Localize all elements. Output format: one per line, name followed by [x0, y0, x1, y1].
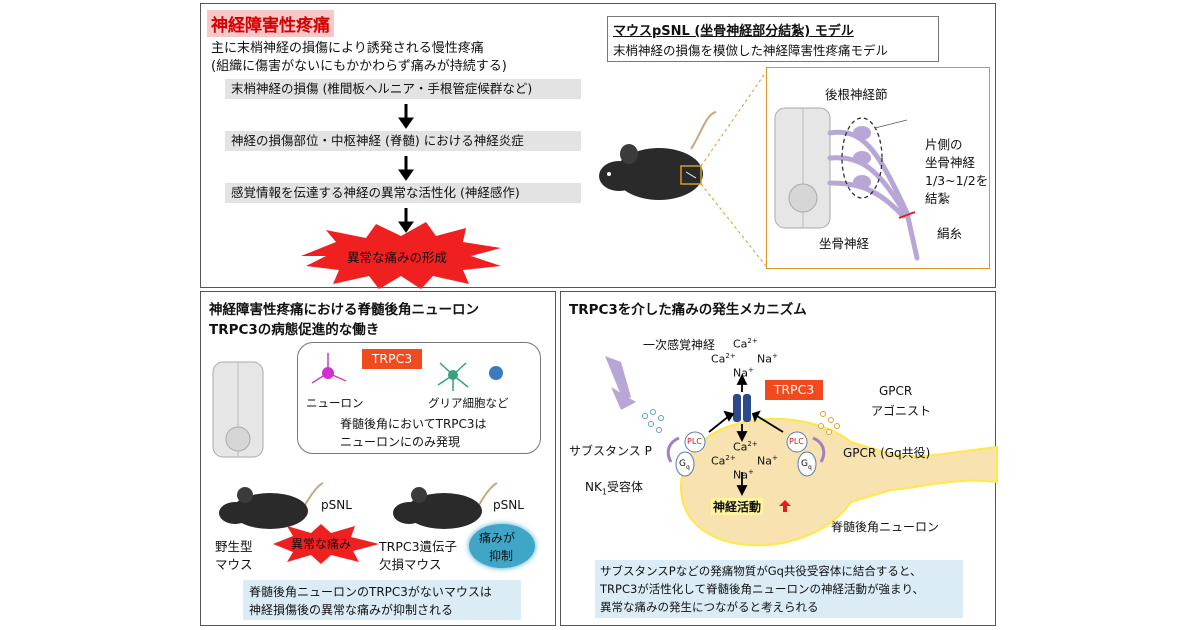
expression-note-2: ニューロンにのみ発現 — [340, 435, 461, 449]
suppress-badge: 痛みが 抑制 — [469, 524, 535, 568]
top-title: 神経障害性疼痛 — [207, 10, 334, 37]
drg-label: 後根神経節 — [825, 87, 888, 102]
pain-burst-small — [273, 524, 379, 564]
sciatic-label: 坐骨神経 — [819, 236, 870, 251]
left-spinal-cord — [212, 361, 264, 458]
wt-label-2: マウス — [215, 557, 253, 572]
nk1-sub: 1 — [601, 487, 607, 497]
mouse-illustration — [599, 111, 717, 200]
ko-label-1: TRPC3遺伝子 — [379, 539, 458, 554]
gq-label-right: Gq — [801, 459, 812, 471]
spinal-zoom-box: 後根神経節 片側の 坐骨神経 1/3~1/2を 結紮 絹糸 坐骨神経 — [766, 67, 990, 269]
gpcr-agonist-2: アゴニスト — [871, 404, 932, 418]
pain-burst-shape — [301, 222, 501, 289]
right-note-2: TRPC3が活性化して脊髄後角ニューロンの神経活動が強まり、 — [600, 582, 924, 596]
ion-na-top-2: Na+ — [733, 366, 754, 380]
mouse-wildtype — [219, 482, 324, 529]
nk1-suffix: 受容体 — [606, 480, 643, 494]
right-note-1: サブスタンスPなどの発痛物質がGq共役受容体に結合すると、 — [600, 564, 922, 578]
left-title-1: 神経障害性疼痛における脊髄後角ニューロン — [209, 302, 479, 318]
suppress-label-2: 抑制 — [489, 549, 514, 563]
trpc3-tag-right: TRPC3 — [765, 380, 823, 400]
model-desc: 末梢神経の損傷を模倣した神経障害性疼痛モデル — [613, 43, 889, 58]
cell-icons — [311, 353, 503, 391]
ion-na-in: Na+ — [757, 454, 778, 468]
expression-note-1: 脊髄後角においてTRPC3は — [340, 417, 487, 431]
gpcr-agonist-1: GPCR — [879, 384, 913, 398]
right-note-box: サブスタンスPなどの発痛物質がGq共役受容体に結合すると、 TRPC3が活性化し… — [595, 560, 963, 618]
right-title: TRPC3を介した痛みの発生メカニズム — [569, 302, 807, 318]
ion-ca-in-2: Ca2+ — [711, 454, 736, 468]
ion-na-in-2: Na+ — [733, 468, 754, 482]
flow-arrows — [301, 104, 501, 289]
right-note-3: 異常な痛みの発生につながると考えられる — [600, 600, 819, 614]
gpcr-gq-label: GPCR (Gq共役) — [843, 446, 931, 460]
left-note-2: 神経損傷後の異常な痛みが抑制される — [249, 603, 454, 617]
neuron-label: ニューロン — [306, 396, 364, 410]
bottom-left-panel: 神経障害性疼痛における脊髄後角ニューロン TRPC3の病態促進的な働き TRPC… — [200, 291, 556, 626]
nk1-text: NK — [585, 480, 602, 494]
ion-ca-top-2: Ca2+ — [711, 352, 736, 366]
primary-nerve-label: 一次感覚神経 — [643, 338, 716, 352]
ligation-label-1: 片側の — [925, 137, 963, 152]
model-title-box: マウスpSNL (坐骨神経部分結紮) モデル 末梢神経の損傷を模倣した神経障害性… — [607, 16, 939, 62]
zoom-lines — [700, 71, 767, 267]
activity-label: 神経活動 — [711, 498, 764, 515]
plc-label-right: PLC — [789, 437, 804, 446]
flow-step-3: 感覚情報を伝達する神経の異常な活性化 (神経感作) — [225, 183, 581, 203]
top-desc-2: (組織に傷害がないにもかかわらず痛みが持続する) — [211, 59, 507, 74]
spinal-cord-nerves — [774, 107, 920, 261]
top-panel: 神経障害性疼痛 主に末梢神経の損傷により誘発される慢性疼痛 (組織に傷害がないに… — [200, 3, 996, 289]
bottom-right-panel: TRPC3を介した痛みの発生メカニズム 一次感覚神経 サブスタンス — [560, 291, 998, 626]
left-title-2: TRPC3の病態促進的な働き — [209, 322, 380, 338]
ko-label-2: 欠損マウス — [379, 557, 442, 572]
psnl-label-ko: pSNL — [493, 498, 524, 512]
pain-label-wt: 異常な痛み — [291, 537, 352, 551]
left-note-1: 脊髄後角ニューロンのTRPC3がないマウスは — [249, 585, 492, 599]
suppress-label-1: 痛みが — [479, 531, 516, 545]
pain-burst-label: 異常な痛みの形成 — [347, 250, 448, 265]
left-note-box: 脊髄後角ニューロンのTRPC3がないマウスは 神経損傷後の異常な痛みが抑制される — [243, 580, 521, 620]
expression-bubble: TRPC3 ニューロン グリア細胞など 脊髄後角においてTRPC3は ニューロン… — [297, 342, 541, 454]
dh-neuron-label: 脊髄後角ニューロン — [831, 520, 940, 534]
ligation-label-3: 1/3~1/2を — [925, 173, 989, 188]
mouse-knockout — [393, 482, 498, 529]
model-title: マウスpSNL (坐骨神経部分結紮) モデル — [613, 24, 854, 39]
substance-p-label: サブスタンス P — [569, 444, 652, 458]
wt-label-1: 野生型 — [215, 539, 253, 554]
ion-na-top: Na+ — [757, 352, 778, 366]
flow-step-2: 神経の損傷部位・中枢神経 (脊髄) における神経炎症 — [225, 131, 581, 151]
flow-step-1: 末梢神経の損傷 (椎間板ヘルニア・手根管症候群など) — [225, 79, 581, 99]
nk1-label: NK1受容体 — [585, 478, 643, 496]
gq-label-left: Gq — [679, 459, 690, 471]
ligation-label-2: 坐骨神経 — [925, 155, 976, 170]
top-desc-1: 主に末梢神経の損傷により誘発される慢性疼痛 — [211, 41, 484, 56]
trpc3-tag-left: TRPC3 — [362, 349, 422, 369]
silk-label: 絹糸 — [937, 226, 963, 241]
psnl-label-wt: pSNL — [321, 498, 352, 512]
plc-label-left: PLC — [687, 437, 702, 446]
ion-ca-top: Ca2+ — [733, 337, 758, 351]
ion-ca-in: Ca2+ — [733, 440, 758, 454]
glia-label: グリア細胞など — [428, 396, 509, 410]
ligation-label-4: 結紮 — [925, 191, 951, 206]
